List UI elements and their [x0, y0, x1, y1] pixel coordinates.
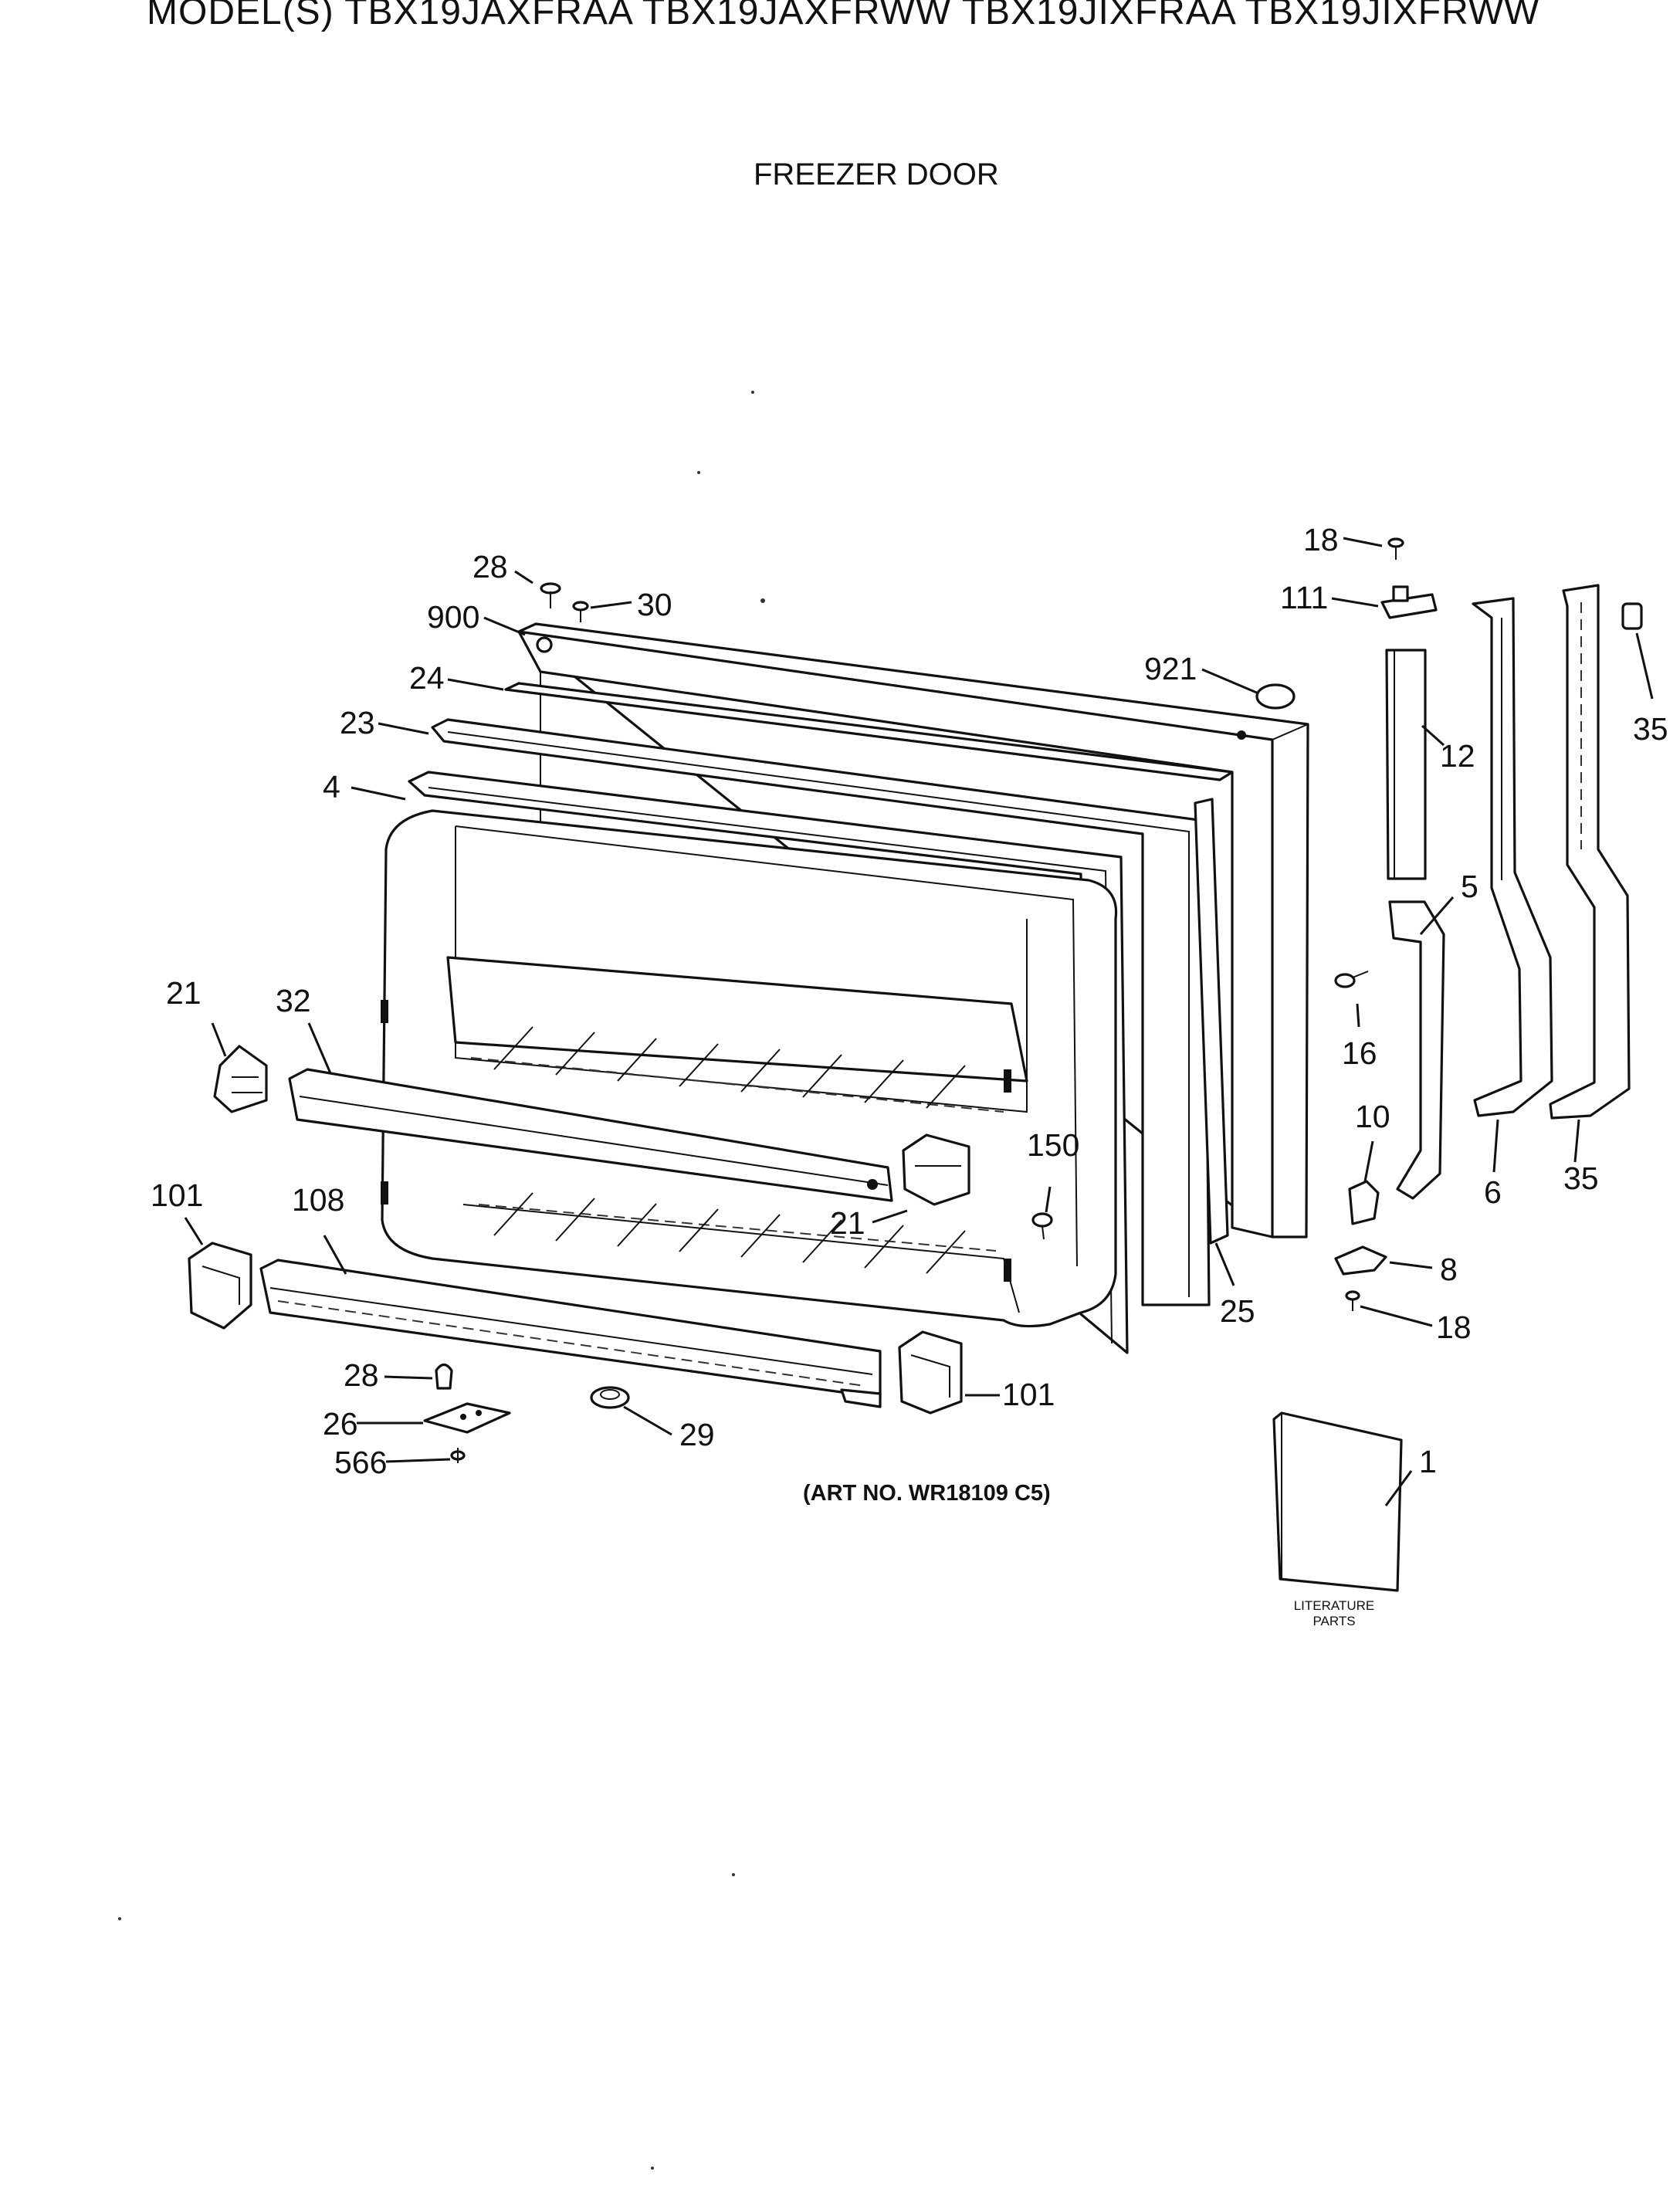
handle-end-cap-35 [1621, 602, 1643, 630]
callout-28-top: 28 [472, 549, 508, 584]
shelf-bar-108 [259, 1259, 882, 1408]
hinge-cover-10 [1348, 1180, 1380, 1225]
screw-18-bottom [1345, 1290, 1360, 1311]
side-breaker-strip [1194, 798, 1229, 1245]
door-gasket-24 [504, 682, 1234, 781]
callout-29: 29 [679, 1417, 715, 1452]
shelf-end-cap-101-right [898, 1330, 963, 1415]
grommet-29 [590, 1386, 630, 1409]
callout-35-top: 35 [1633, 711, 1668, 747]
door-gasket-frame [431, 718, 1211, 1306]
door-handle-35 [1549, 584, 1631, 1120]
section-title: FREEZER DOOR [754, 158, 999, 191]
callout-8: 8 [1440, 1252, 1458, 1287]
shelf-bar-32 [288, 1068, 893, 1202]
handle-strip-12 [1385, 649, 1427, 880]
screw-18-top [1387, 537, 1404, 560]
callout-18-top: 18 [1303, 522, 1339, 557]
scan-specks [118, 391, 765, 2170]
literature-parts-label: LITERATURE PARTS [1288, 1598, 1380, 1629]
callout-18-bottom: 18 [1436, 1310, 1472, 1345]
callout-24: 24 [409, 660, 445, 696]
callout-5: 5 [1461, 869, 1478, 904]
screw-28-top [540, 582, 561, 608]
shelf-bracket-21-left [213, 1045, 268, 1113]
plug-921 [1255, 683, 1296, 710]
callout-30: 30 [637, 587, 672, 622]
screw-566 [450, 1448, 466, 1463]
callout-26: 26 [323, 1406, 358, 1442]
shelf-bracket-21-right [902, 1133, 970, 1206]
callout-28-bottom: 28 [344, 1357, 379, 1393]
screw-16 [1334, 971, 1369, 988]
callout-1: 1 [1419, 1444, 1437, 1479]
callout-101-right: 101 [1002, 1377, 1055, 1412]
callout-900: 900 [427, 599, 479, 635]
callout-21-left: 21 [166, 975, 202, 1011]
callout-566: 566 [334, 1445, 387, 1480]
callout-101-left: 101 [151, 1177, 203, 1213]
hinge-pin-111 [1380, 585, 1438, 619]
callout-25: 25 [1220, 1293, 1255, 1329]
literature-label-line1: LITERATURE [1293, 1598, 1375, 1613]
screw-28-bottom [435, 1363, 453, 1390]
door-inner-liner [381, 809, 1118, 1328]
art-number: (ART NO. WR18109 C5) [803, 1481, 1051, 1506]
callout-6: 6 [1484, 1174, 1502, 1210]
callout-32: 32 [276, 983, 311, 1018]
callout-10: 10 [1355, 1099, 1390, 1134]
callout-12: 12 [1440, 738, 1475, 774]
model-list-title: MODEL(S) TBX19JAXFRAA TBX19JAXFRWW TBX19… [147, 0, 1540, 32]
shelf-end-cap-101-left [188, 1242, 252, 1330]
callout-16: 16 [1342, 1035, 1377, 1071]
callout-labels: 28 30 900 24 23 4 921 18 111 12 35 5 16 … [151, 522, 1668, 1480]
leader-lines [184, 537, 1654, 1506]
screw-150 [1031, 1212, 1053, 1240]
handle-bracket-5 [1388, 900, 1445, 1200]
callout-4: 4 [323, 769, 340, 805]
literature-label-line2: PARTS [1312, 1614, 1356, 1628]
callout-21-right: 21 [830, 1205, 865, 1241]
callout-111: 111 [1280, 580, 1328, 615]
callout-23: 23 [340, 705, 375, 740]
callout-108: 108 [292, 1182, 344, 1218]
callout-921: 921 [1144, 651, 1197, 686]
screw-30 [572, 601, 589, 622]
hinge-8 [1334, 1245, 1387, 1276]
callout-150: 150 [1027, 1127, 1079, 1163]
literature-booklet [1272, 1411, 1403, 1592]
plate-26 [423, 1402, 511, 1434]
door-handle-6 [1472, 597, 1553, 1117]
callout-35-bottom: 35 [1563, 1160, 1599, 1196]
